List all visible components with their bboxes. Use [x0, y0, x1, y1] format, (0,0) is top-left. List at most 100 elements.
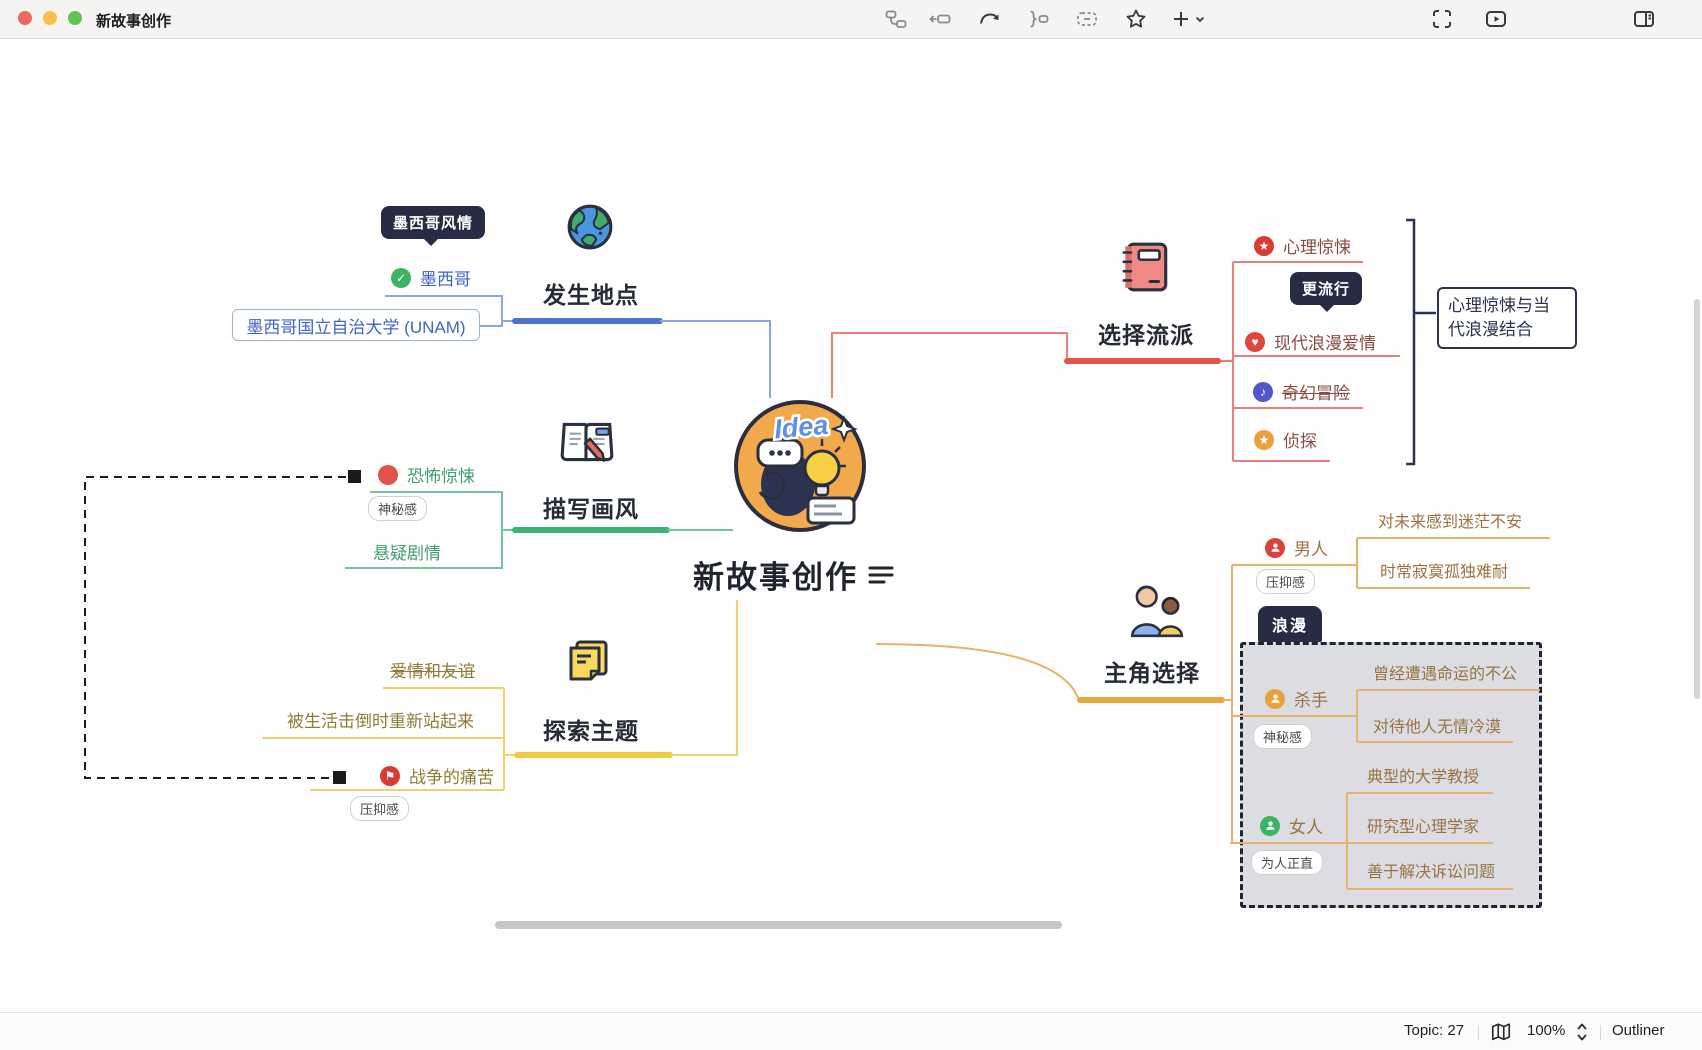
redo-arrow-icon: [977, 7, 1001, 31]
tag-depressed-theme[interactable]: 压抑感: [350, 796, 410, 821]
node-killer-trait2[interactable]: 对待他人无情冷漠: [1373, 719, 1502, 736]
relationship-button[interactable]: [882, 5, 910, 33]
svg-text:Idea: Idea: [773, 410, 829, 445]
relationship-line[interactable]: [84, 476, 360, 779]
node-stand-up-again[interactable]: 被生活击倒时重新站起来: [287, 712, 474, 731]
boundary-icon: [1075, 7, 1099, 31]
node-war-pain[interactable]: ⚑ 战争的痛苦: [380, 763, 494, 788]
close-window-button[interactable]: [18, 11, 32, 25]
insert-topic-button[interactable]: [926, 5, 954, 33]
callout-mexico-style[interactable]: 墨西哥风情: [381, 206, 486, 246]
person-icon[interactable]: [1260, 815, 1280, 836]
tag-mystery-killer[interactable]: 神秘感: [1253, 724, 1313, 749]
node-psych-thriller[interactable]: ★ 心理惊悚: [1254, 233, 1351, 258]
node-fantasy-adventure[interactable]: ♪ 奇幻冒险: [1253, 379, 1350, 404]
center-illustration: Idea: [730, 400, 870, 540]
present-play-icon: [1484, 7, 1508, 31]
panel-toggle-button[interactable]: [1630, 5, 1658, 33]
relationship-icon: [884, 7, 908, 31]
redo-button[interactable]: [975, 5, 1003, 33]
node-man[interactable]: 男人: [1265, 535, 1328, 560]
node-suspense-plot[interactable]: 悬疑剧情: [373, 544, 441, 563]
person-icon[interactable]: [1265, 688, 1285, 709]
present-button[interactable]: [1482, 5, 1510, 33]
node-woman[interactable]: 女人: [1260, 813, 1323, 838]
star-icon: [1124, 7, 1148, 31]
boundary-label-romance[interactable]: 浪漫: [1258, 606, 1323, 642]
summary-node[interactable]: 心理惊悚与当代浪漫结合: [1437, 287, 1577, 349]
node-man-trait2[interactable]: 时常寂寞孤独难耐: [1380, 564, 1509, 581]
red-dot-icon[interactable]: [378, 464, 398, 485]
topic-protagonist[interactable]: 主角选择: [1104, 660, 1200, 686]
notebook-icon[interactable]: [1118, 238, 1172, 301]
node-man-trait1[interactable]: 对未来感到迷茫不安: [1378, 514, 1523, 531]
person-icon[interactable]: [1265, 537, 1285, 558]
chevron-down-icon: [1193, 12, 1207, 26]
map-book-button[interactable]: [1490, 1021, 1512, 1047]
status-bar: Topic: 27 100% Outliner: [0, 1012, 1702, 1050]
fullscreen-button[interactable]: [1428, 5, 1456, 33]
music-note-icon[interactable]: ♪: [1253, 381, 1273, 402]
topic-style[interactable]: 描写画风: [543, 496, 639, 522]
outliner-button[interactable]: Outliner: [1612, 1022, 1665, 1039]
horizontal-scrollbar[interactable]: [495, 921, 1062, 929]
node-detective[interactable]: ★ 侦探: [1254, 427, 1317, 452]
node-woman-trait1[interactable]: 典型的大学教授: [1367, 769, 1480, 786]
line-protagonist-center: [875, 643, 1079, 699]
summary-button[interactable]: [1024, 5, 1052, 33]
book-pencil-icon[interactable]: [556, 416, 618, 475]
tag-mystery[interactable]: 神秘感: [368, 496, 428, 521]
node-killer[interactable]: 杀手: [1265, 686, 1328, 711]
add-button[interactable]: [1167, 5, 1195, 33]
line-theme-center: [670, 600, 738, 756]
callout-more-popular[interactable]: 更流行: [1290, 272, 1363, 312]
node-killer-trait1[interactable]: 曾经遭遇命运的不公: [1373, 666, 1518, 683]
marker-button[interactable]: [1122, 5, 1150, 33]
node-woman-trait2[interactable]: 研究型心理学家: [1367, 819, 1480, 836]
topic-location[interactable]: 发生地点: [543, 282, 639, 308]
zoom-level[interactable]: 100%: [1527, 1022, 1566, 1039]
summary-bracket: [1406, 218, 1436, 466]
relationship-endpoint[interactable]: [348, 470, 361, 483]
tag-depressed-man[interactable]: 压抑感: [1256, 569, 1316, 594]
center-topic-title[interactable]: 新故事创作: [693, 560, 858, 595]
vertical-scrollbar[interactable]: [1694, 299, 1700, 699]
center-topic[interactable]: Idea: [730, 396, 870, 541]
fullscreen-icon: [1430, 7, 1454, 31]
tag-upright-woman[interactable]: 为人正直: [1251, 850, 1324, 875]
flag-icon[interactable]: ⚑: [380, 765, 400, 786]
node-modern-romance[interactable]: ♥ 现代浪漫爱情: [1245, 329, 1376, 354]
node-unam[interactable]: 墨西哥国立自治大学 (UNAM): [232, 309, 480, 341]
add-menu-button[interactable]: [1191, 5, 1209, 33]
summary-icon: [1026, 7, 1050, 31]
notes-icon[interactable]: [868, 564, 894, 591]
topic-count: Topic: 27: [1404, 1022, 1465, 1039]
window-title: 新故事创作: [96, 13, 172, 30]
sticky-notes-icon[interactable]: [564, 636, 612, 691]
boundary-button[interactable]: [1073, 5, 1101, 33]
star-marker-icon[interactable]: ★: [1254, 429, 1274, 450]
node-horror-thriller[interactable]: 恐怖惊悚: [378, 462, 475, 487]
minimize-window-button[interactable]: [43, 11, 57, 25]
map-book-icon: [1490, 1023, 1512, 1047]
zoom-stepper[interactable]: [1572, 1021, 1592, 1047]
node-love-friendship[interactable]: 爱情和友谊: [390, 662, 475, 681]
people-icon[interactable]: [1124, 582, 1188, 643]
divider: [1478, 1025, 1479, 1040]
title-bar: 新故事创作: [0, 0, 1702, 39]
relationship-endpoint[interactable]: [333, 771, 346, 784]
zoom-stepper-icon: [1572, 1023, 1592, 1047]
globe-icon[interactable]: [565, 202, 615, 257]
topic-genre[interactable]: 选择流派: [1098, 322, 1194, 348]
star-marker-icon[interactable]: ★: [1254, 235, 1274, 256]
node-mexico[interactable]: ✓ 墨西哥: [391, 265, 471, 290]
topic-theme[interactable]: 探索主题: [543, 718, 639, 744]
check-icon[interactable]: ✓: [391, 267, 411, 288]
maximize-window-button[interactable]: [68, 11, 82, 25]
line-location-center: [660, 320, 771, 398]
heart-icon[interactable]: ♥: [1245, 331, 1265, 352]
insert-topic-icon: [928, 7, 952, 31]
divider: [1600, 1025, 1601, 1040]
node-woman-trait3[interactable]: 善于解决诉讼问题: [1367, 864, 1496, 881]
